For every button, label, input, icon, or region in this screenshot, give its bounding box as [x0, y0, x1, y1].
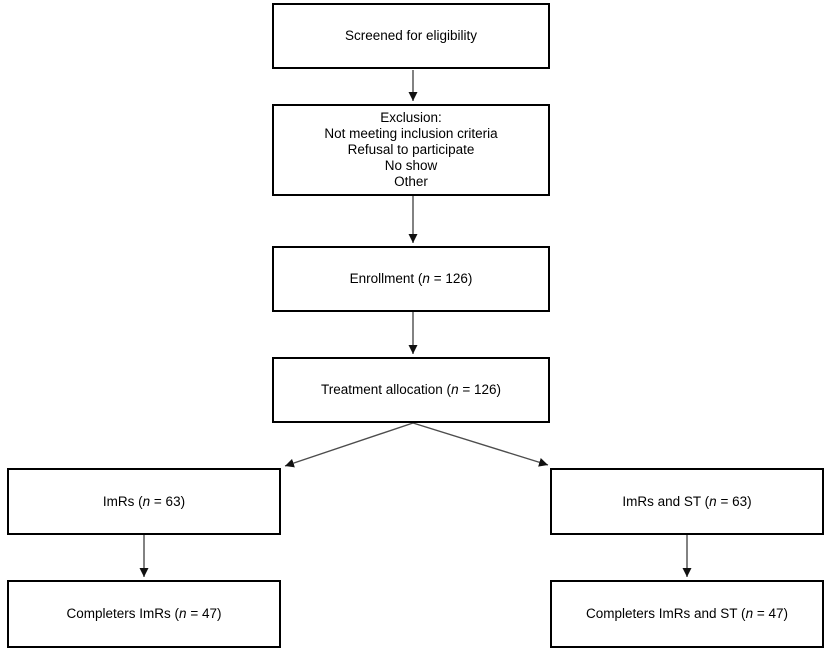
- box-allocation-label: Treatment allocation (n = 126): [321, 382, 501, 397]
- box-completers-imrs: Completers ImRs (n = 47): [7, 580, 281, 648]
- box-screened-for-eligibility: Screened for eligibility: [272, 3, 550, 69]
- box-completers-imrs-and-st: Completers ImRs and ST (n = 47): [550, 580, 824, 648]
- exclusion-line: Refusal to participate: [347, 142, 475, 157]
- box-imrs-and-st: ImRs and ST (n = 63): [550, 468, 824, 535]
- box-imrs-st-label: ImRs and ST (n = 63): [622, 493, 752, 509]
- exclusion-line: Not meeting inclusion criteria: [324, 126, 498, 141]
- box-imrs: ImRs (n = 63): [7, 468, 281, 535]
- box-enrollment-label: Enrollment (n = 126): [349, 271, 473, 286]
- box-exclusion: Exclusion: Not meeting inclusion criteri…: [272, 104, 550, 196]
- box-treatment-allocation: Treatment allocation (n = 126): [272, 357, 550, 423]
- arrow-allocation-to-imrs: [284, 422, 414, 468]
- box-imrs-label: ImRs (n = 63): [102, 493, 186, 509]
- box-enrollment: Enrollment (n = 126): [272, 246, 550, 312]
- box-completers-imrs-label: Completers ImRs (n = 47): [66, 606, 222, 621]
- arrow-allocation-to-imrs-st: [412, 422, 549, 467]
- box-completers-imrs-st-label: Completers ImRs and ST (n = 47): [586, 606, 788, 621]
- exclusion-line: Other: [394, 174, 428, 189]
- box-screened-label: Screened for eligibility: [344, 28, 478, 43]
- exclusion-line: Exclusion:: [380, 110, 442, 125]
- exclusion-line: No show: [384, 158, 438, 173]
